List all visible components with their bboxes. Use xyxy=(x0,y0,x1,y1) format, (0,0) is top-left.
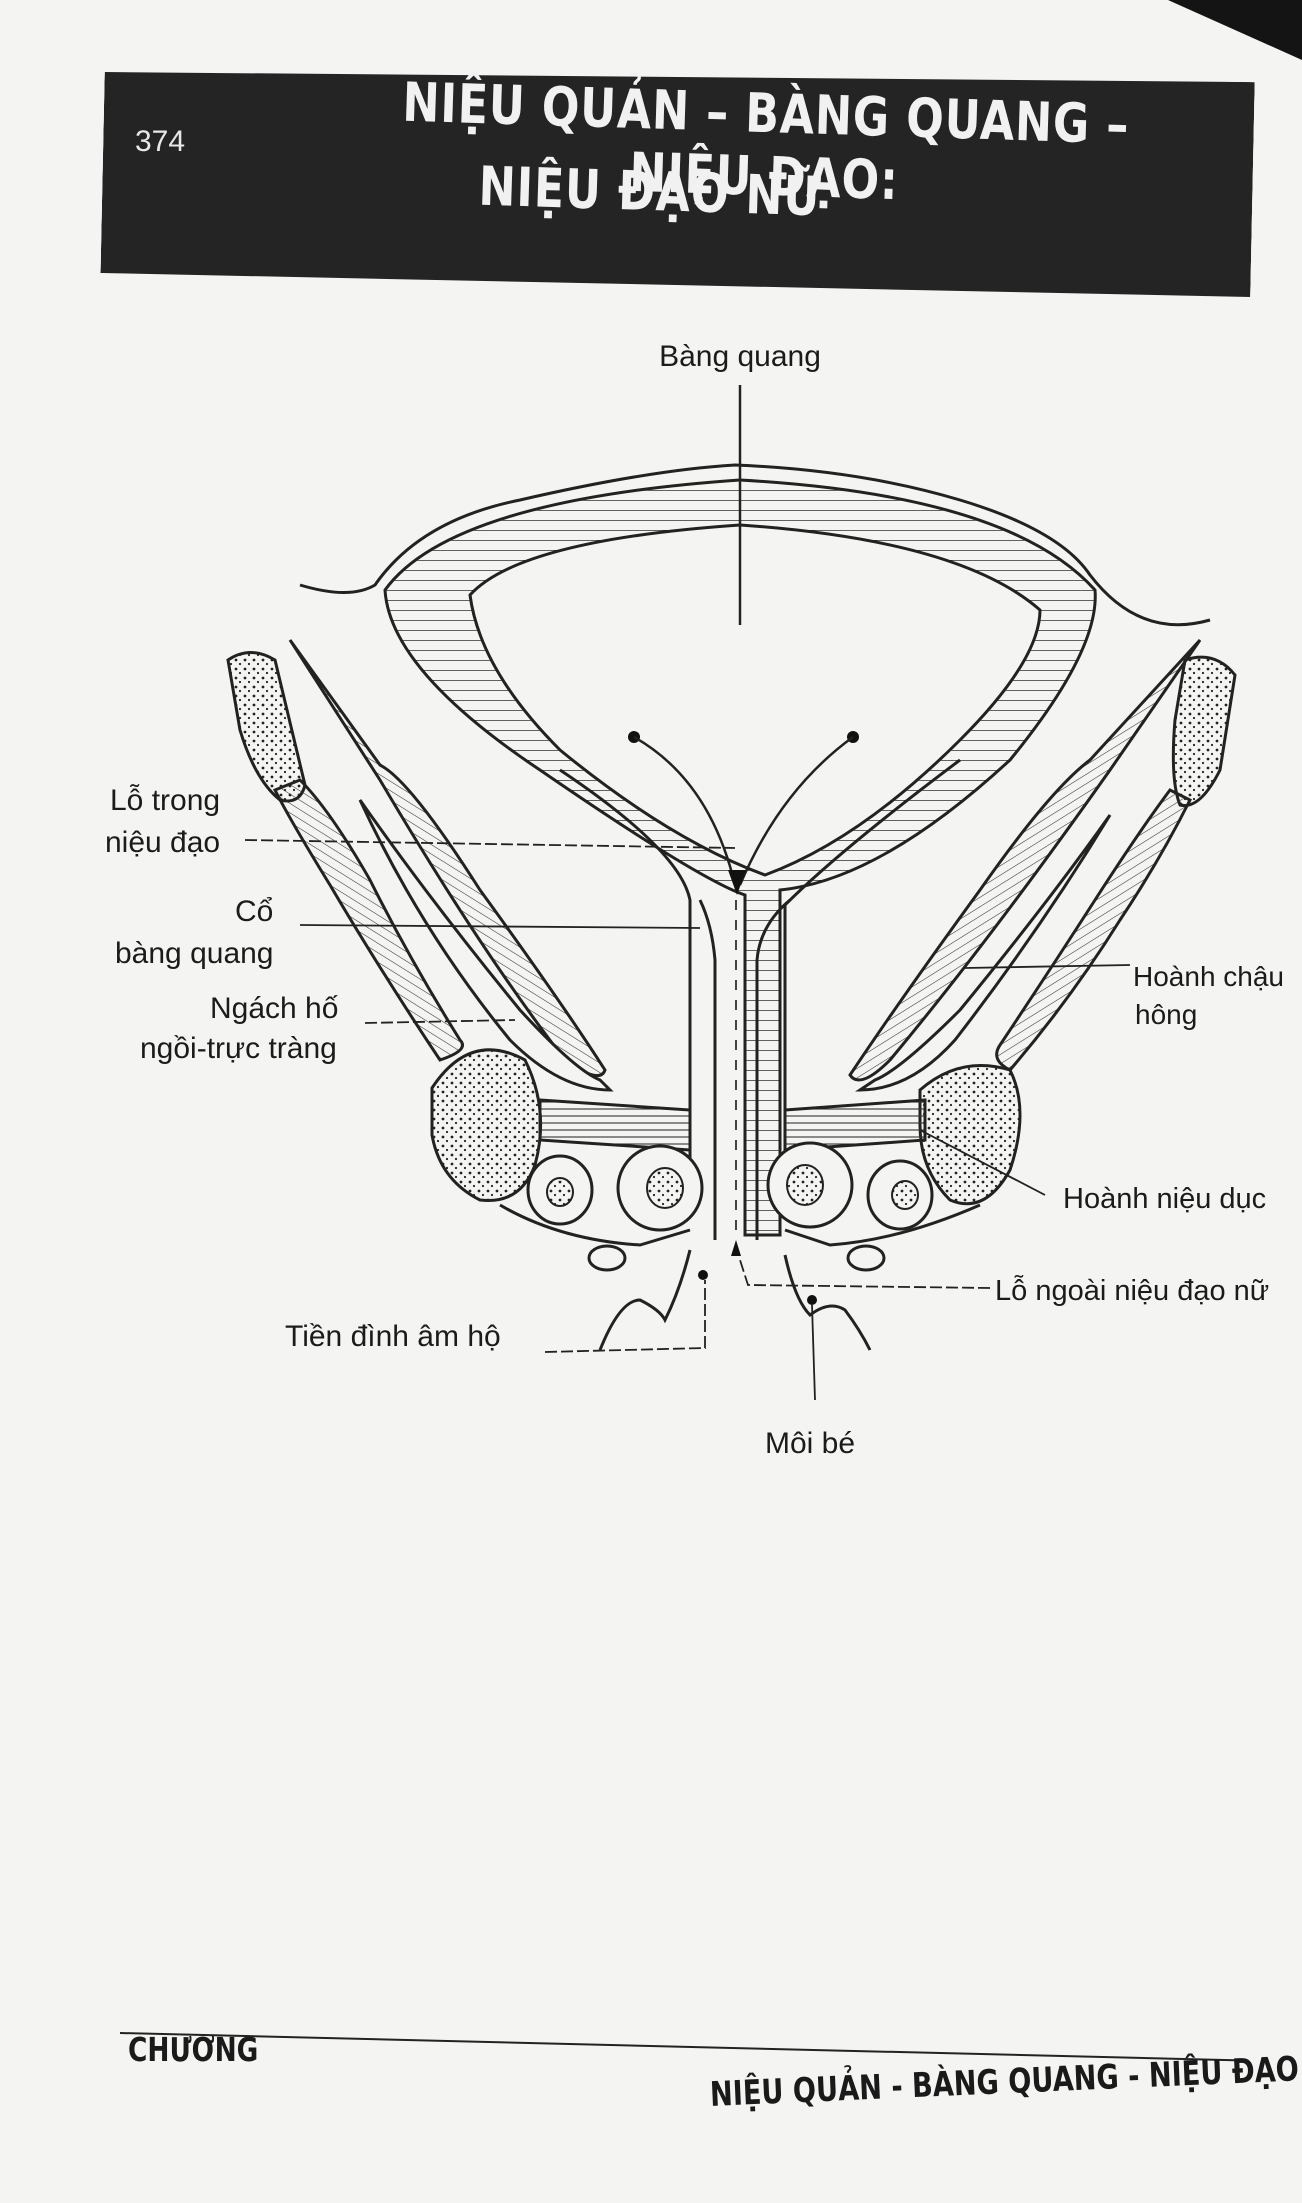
label-bladder-neck-line-2: bàng quang xyxy=(115,937,274,970)
label-bladder: Bàng quang xyxy=(659,340,821,373)
label-pelvic-diaphragm-line-2: hông xyxy=(1135,999,1198,1030)
label-vestibule: Tiền đình âm hộ xyxy=(285,1320,501,1353)
label-labia-minora: Môi bé xyxy=(764,1427,856,1460)
label-internal-orifice-line-2: niệu đạo xyxy=(105,826,221,859)
peritoneum-outline xyxy=(299,463,1211,627)
left-urogenital-diaphragm xyxy=(538,1098,692,1152)
labia-dot xyxy=(807,1295,817,1305)
external-orifice-arrow xyxy=(731,1240,741,1256)
left-erectile-bodies xyxy=(526,1144,704,1232)
right-labium xyxy=(783,1254,872,1351)
label-ischiorectal-line-2: ngồi-trực tràng xyxy=(140,1032,337,1065)
bladder-lumen xyxy=(468,523,1042,877)
right-urogenital-diaphragm xyxy=(783,1098,927,1152)
vestibule-dot xyxy=(698,1270,708,1280)
right-obturator-muscle xyxy=(995,788,1193,1072)
label-internal-orifice-line-1: Lỗ trong xyxy=(110,784,221,817)
left-ischiorectal-fossa xyxy=(358,799,614,1092)
left-labium xyxy=(598,1249,692,1351)
internal-orifice-arrow xyxy=(728,870,746,895)
urethra-left-wall xyxy=(698,899,717,1240)
page-number: 374 xyxy=(135,125,186,158)
left-vestibular-gland xyxy=(587,1244,627,1272)
right-erectile-bodies xyxy=(766,1141,934,1231)
label-ischiorectal-line-1: Ngách hố xyxy=(210,992,339,1025)
left-ischial-bone xyxy=(430,1048,543,1203)
urethra-outer-right xyxy=(783,758,961,1215)
left-levator-muscle xyxy=(288,639,607,1078)
footer-chapter: CHƯƠNG xyxy=(128,2030,259,2069)
label-urogenital-diaphragm: Hoành niệu dục xyxy=(1063,1183,1267,1215)
right-vestibular-gland xyxy=(846,1244,886,1272)
right-ischial-bone xyxy=(918,1064,1022,1206)
label-external-urethral-orifice: Lỗ ngoài niệu đạo nữ xyxy=(995,1275,1270,1307)
right-levator-muscle xyxy=(848,638,1202,1082)
left-pubic-bone xyxy=(226,651,307,803)
label-pelvic-diaphragm-line-1: Hoành chậu xyxy=(1133,961,1285,992)
left-obturator-muscle xyxy=(272,778,464,1062)
label-bladder-neck-line-1: Cổ xyxy=(235,895,274,928)
perineal-contour xyxy=(499,1203,981,1247)
right-ischiorectal-fossa xyxy=(855,814,1112,1092)
right-pubic-bone xyxy=(1171,655,1237,808)
